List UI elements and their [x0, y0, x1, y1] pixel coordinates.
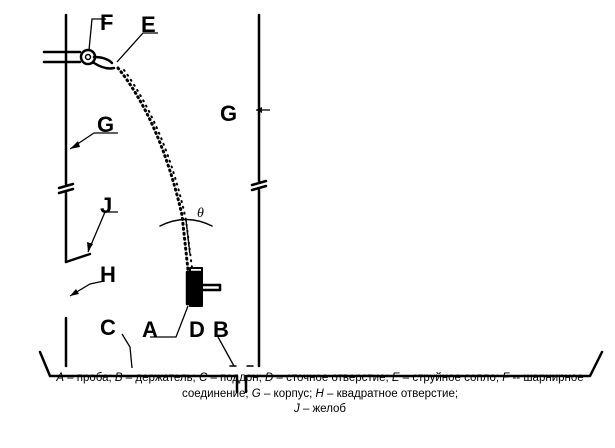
legend-item-A: A – проба; — [56, 372, 115, 384]
nozzle-assembly — [42, 48, 116, 70]
housing-left-wall — [57, 13, 92, 368]
legend-item-H: H – квадратное отверстие; — [315, 387, 459, 400]
legend-item-E: E – струйное сопло; — [391, 372, 503, 384]
label-D: D — [189, 317, 205, 342]
label-F: F — [100, 10, 113, 35]
legend-caption: A – проба; B – держатель; C – поддон; D … — [40, 371, 600, 418]
drain-pan — [38, 350, 604, 394]
legend-item-C: C – поддон; — [198, 372, 265, 384]
label-B: B — [213, 317, 229, 342]
label-A: A — [142, 317, 158, 342]
label-H: H — [100, 262, 116, 287]
label-G-right: G — [220, 101, 237, 126]
leader-arrowheads — [70, 107, 262, 296]
legend-item-D: D – сточное отверстие; — [264, 372, 392, 384]
leader-lines — [69, 18, 270, 369]
label-E: E — [141, 12, 156, 37]
legend-item-G: G – корпус; — [251, 387, 316, 400]
legend-item-F: F -- шарнирное соединение; — [181, 372, 584, 400]
label-theta: θ — [197, 206, 204, 221]
housing-right-wall — [250, 13, 268, 368]
legend-item-J: J – желоб — [293, 403, 347, 415]
water-jet — [116, 66, 193, 272]
legend-item-B: B – держатель; — [114, 372, 199, 384]
label-C: C — [100, 315, 116, 340]
sample-holder — [185, 267, 222, 307]
label-G-left: G — [97, 112, 114, 137]
label-J: J — [100, 193, 112, 218]
